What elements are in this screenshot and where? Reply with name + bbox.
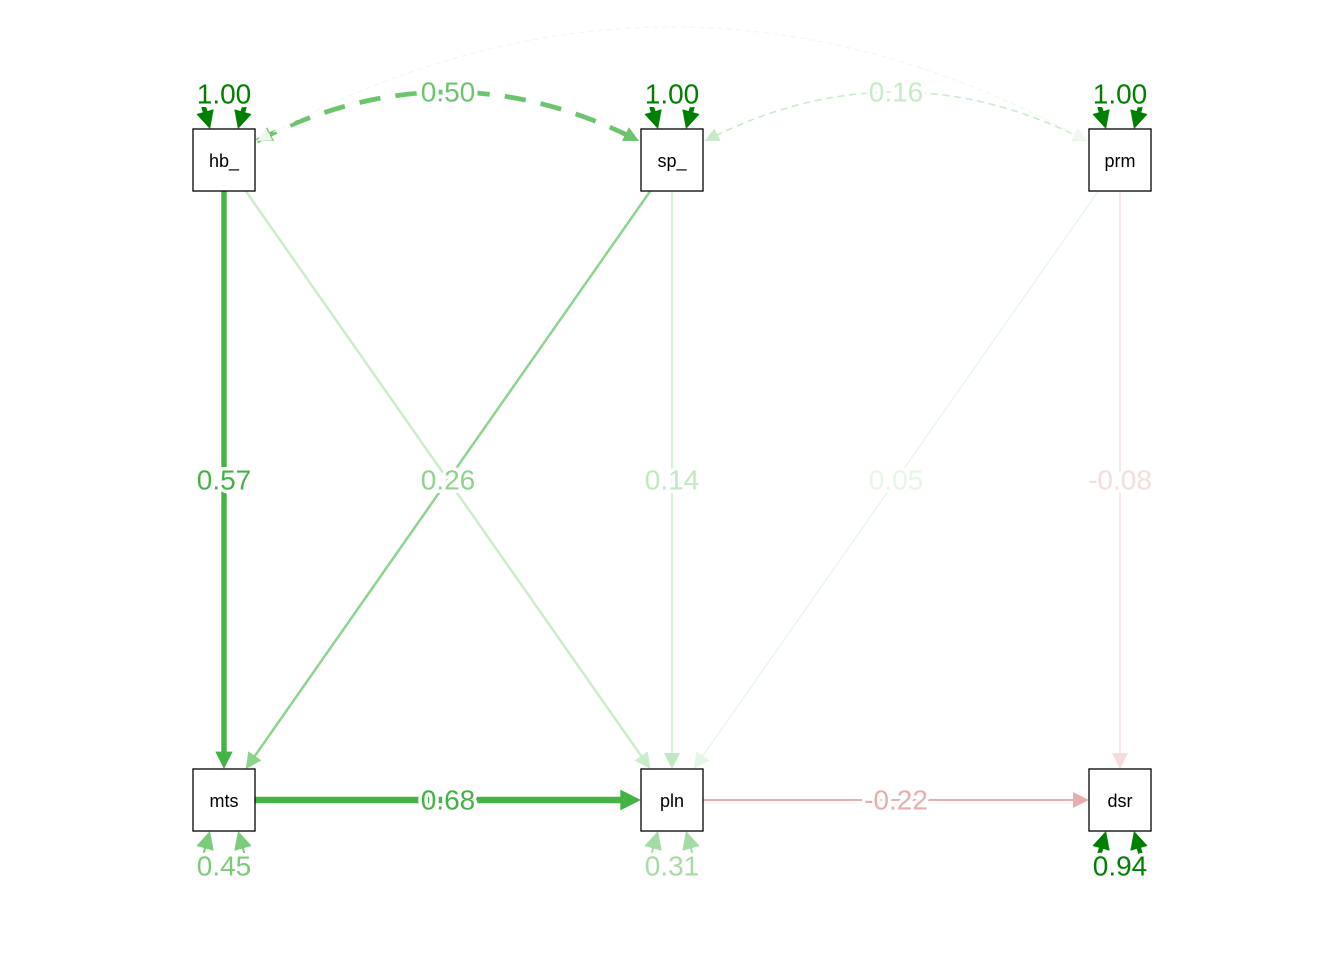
variance-prm: [1092, 100, 1148, 129]
arrowhead-sp-mts: [245, 751, 262, 769]
nodes-layer: hb_ sp_ prm mts pln dsr: [192, 128, 1152, 832]
node-label: pln: [660, 791, 684, 811]
variance-arrowhead: [234, 831, 252, 851]
variance-sp: [644, 100, 700, 129]
path-label-prm-pln: 0.05: [869, 465, 924, 496]
variance-label-hb: 1.00: [197, 79, 252, 110]
path-label-sp-pln: 0.14: [645, 465, 700, 496]
path-label-sp-mts: 0.26: [421, 465, 476, 496]
variance-arrowhead: [644, 109, 662, 129]
node-box: [192, 768, 256, 832]
node-label: mts: [210, 791, 239, 811]
node-mts: mts: [192, 768, 256, 832]
node-label: hb_: [209, 151, 240, 172]
arrowhead-hb-pln: [634, 751, 651, 769]
covariance-label-sp-prm: 0.16: [869, 77, 924, 108]
node-box: [1088, 768, 1152, 832]
node-pln: pln: [640, 768, 704, 832]
node-box: [192, 128, 256, 192]
node-box: [640, 128, 704, 192]
variance-dsr: [1092, 831, 1148, 860]
node-label: prm: [1105, 151, 1136, 171]
variance-arrowhead: [1092, 831, 1110, 851]
variance-arrowhead: [682, 831, 700, 851]
variance-pln: [644, 831, 700, 860]
variance-label-mts: 0.45: [197, 851, 252, 882]
covariance-sp-prm: [704, 91, 1088, 142]
path-hb-pln: [244, 190, 644, 760]
arrowhead-prm-dsr: [1112, 753, 1128, 769]
path-prm-pln: [700, 190, 1099, 759]
arrowhead-sp-pln: [664, 753, 680, 769]
variance-arrowhead: [644, 831, 662, 851]
arrowhead-cov-start-sp-prm: [705, 128, 721, 141]
path-label-prm-dsr: -0.08: [1088, 465, 1152, 496]
arrowhead-cov-start-hb-prm: [257, 128, 273, 141]
arrowhead-mts-pln: [620, 789, 641, 811]
path-label-hb-pln: 0.26: [421, 465, 476, 496]
variance-arrowhead: [1130, 109, 1148, 129]
variance-label-pln: 0.31: [645, 851, 700, 882]
variance-arrowhead: [1130, 831, 1148, 851]
variance-label-prm: 1.00: [1093, 79, 1148, 110]
path-label-hb-mts: 0.57: [197, 465, 252, 496]
variance-label-sp: 1.00: [645, 79, 700, 110]
arrowhead-pln-dsr: [1073, 792, 1089, 808]
covariance-hb-prm: [256, 26, 1088, 142]
arrowhead-cov-end-hb-prm: [1071, 128, 1087, 141]
variance-hb: [196, 100, 252, 129]
edges-layer: [196, 26, 1148, 860]
path-label-pln-dsr: -0.22: [864, 785, 928, 816]
variance-arrowhead: [1092, 109, 1110, 129]
path-label-mts-pln: 0.68: [421, 785, 476, 816]
covariance-hb-sp: [255, 89, 641, 144]
variance-arrowhead: [196, 831, 214, 851]
node-prm: prm: [1088, 128, 1152, 192]
node-box: [640, 768, 704, 832]
node-hb: hb_: [192, 128, 256, 192]
arrowhead-prm-pln: [693, 751, 710, 769]
variance-arrowhead: [234, 109, 252, 129]
covariance-label-hb-sp: 0.50: [421, 77, 476, 108]
node-dsr: dsr: [1088, 768, 1152, 832]
path-sp-mts: [252, 190, 652, 760]
node-label: sp_: [657, 151, 687, 172]
variance-arrowhead: [196, 109, 214, 129]
node-label: dsr: [1107, 791, 1132, 811]
arrowhead-hb-mts: [215, 751, 233, 769]
variance-mts: [196, 831, 252, 860]
node-sp: sp_: [640, 128, 704, 192]
variance-arrowhead: [682, 109, 700, 129]
arrowhead-cov-end-hb-sp: [622, 127, 639, 141]
node-box: [1088, 128, 1152, 192]
variance-label-dsr: 0.94: [1093, 851, 1148, 882]
